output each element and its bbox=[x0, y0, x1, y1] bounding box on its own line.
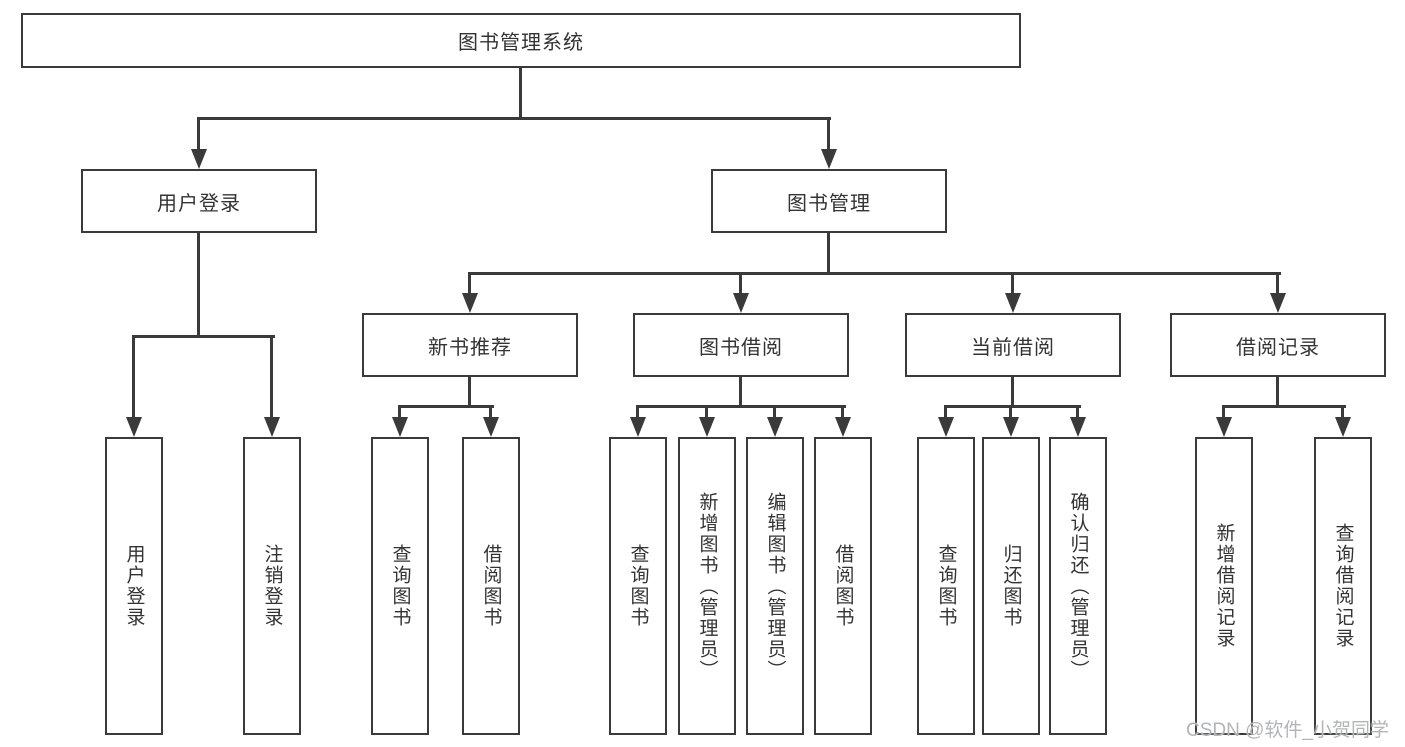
arrowhead-down-icon bbox=[630, 417, 646, 437]
leaf-user-login: 用户登录 bbox=[105, 437, 163, 735]
node-library-system: 图书管理系统 bbox=[21, 13, 1021, 68]
connector-user-login-stem bbox=[197, 233, 200, 338]
arrowhead-down-icon bbox=[191, 149, 207, 169]
connector-root-bar bbox=[197, 117, 831, 120]
leaf-edit-book-admin: 编辑图书（管理员） bbox=[746, 437, 804, 735]
connector-drop bbox=[1009, 405, 1012, 419]
arrowhead-down-icon bbox=[1216, 417, 1232, 437]
leaf-query-borrow-record: 查询借阅记录 bbox=[1314, 437, 1372, 735]
arrowhead-down-icon bbox=[1270, 293, 1286, 313]
connector-drop bbox=[739, 272, 742, 296]
leaf-add-borrow-record: 新增借阅记录 bbox=[1195, 437, 1253, 735]
connector-drop bbox=[636, 405, 639, 419]
arrowhead-down-icon bbox=[1335, 417, 1351, 437]
node-book-borrowing: 图书借阅 bbox=[633, 313, 849, 377]
connector-level3-bar bbox=[468, 272, 1281, 275]
arrowhead-down-icon bbox=[126, 417, 142, 437]
connector-drop bbox=[132, 335, 135, 419]
arrowhead-down-icon bbox=[392, 417, 408, 437]
connector-drop bbox=[270, 335, 273, 419]
leaf-logout: 注销登录 bbox=[243, 437, 301, 735]
arrowhead-down-icon bbox=[835, 417, 851, 437]
watermark: CSDN @软件_小贺同学 bbox=[1186, 720, 1389, 741]
connector-drop bbox=[773, 405, 776, 419]
connector-drop bbox=[197, 117, 200, 151]
connector-book-mgmt-stem bbox=[827, 233, 830, 275]
connector-drop bbox=[1276, 272, 1279, 296]
arrowhead-down-icon bbox=[821, 149, 837, 169]
connector-root-stem bbox=[519, 68, 522, 118]
connector-bar bbox=[944, 405, 1081, 408]
node-book-management: 图书管理 bbox=[711, 169, 947, 233]
connector-drop bbox=[1341, 405, 1344, 419]
node-borrow-records: 借阅记录 bbox=[1170, 313, 1386, 377]
leaf-borrow-books-recommend: 借阅图书 bbox=[462, 437, 520, 735]
arrowhead-down-icon bbox=[1070, 417, 1086, 437]
node-current-borrowing: 当前借阅 bbox=[905, 313, 1121, 377]
connector-stem bbox=[468, 377, 471, 408]
connector-drop bbox=[705, 405, 708, 419]
connector-stem bbox=[739, 377, 742, 408]
connector-drop bbox=[944, 405, 947, 419]
connector-stem bbox=[1276, 377, 1279, 408]
node-user-login: 用户登录 bbox=[81, 169, 317, 233]
connector-drop bbox=[489, 405, 492, 419]
arrowhead-down-icon bbox=[767, 417, 783, 437]
connector-bar bbox=[1222, 405, 1346, 408]
connector-drop bbox=[1222, 405, 1225, 419]
connector-drop bbox=[398, 405, 401, 419]
connector-drop bbox=[1076, 405, 1079, 419]
connector-user-login-bar bbox=[132, 335, 275, 338]
leaf-query-books-current: 查询图书 bbox=[917, 437, 975, 735]
connector-drop bbox=[841, 405, 844, 419]
connector-drop bbox=[1011, 272, 1014, 296]
arrowhead-down-icon bbox=[1005, 293, 1021, 313]
leaf-query-books-borrowing: 查询图书 bbox=[609, 437, 667, 735]
leaf-query-books-recommend: 查询图书 bbox=[371, 437, 429, 735]
arrowhead-down-icon bbox=[733, 293, 749, 313]
arrowhead-down-icon bbox=[938, 417, 954, 437]
arrowhead-down-icon bbox=[264, 417, 280, 437]
leaf-borrow-books-borrowing: 借阅图书 bbox=[814, 437, 872, 735]
leaf-return-books: 归还图书 bbox=[982, 437, 1040, 735]
arrowhead-down-icon bbox=[483, 417, 499, 437]
connector-drop bbox=[468, 272, 471, 296]
leaf-add-book-admin: 新增图书（管理员） bbox=[678, 437, 736, 735]
arrowhead-down-icon bbox=[1003, 417, 1019, 437]
arrowhead-down-icon bbox=[462, 293, 478, 313]
arrowhead-down-icon bbox=[699, 417, 715, 437]
connector-drop bbox=[827, 117, 830, 151]
connector-stem bbox=[1011, 377, 1014, 408]
leaf-confirm-return-admin: 确认归还（管理员） bbox=[1049, 437, 1107, 735]
node-new-book-recommend: 新书推荐 bbox=[362, 313, 578, 377]
connector-bar bbox=[398, 405, 494, 408]
connector-bar bbox=[636, 405, 846, 408]
